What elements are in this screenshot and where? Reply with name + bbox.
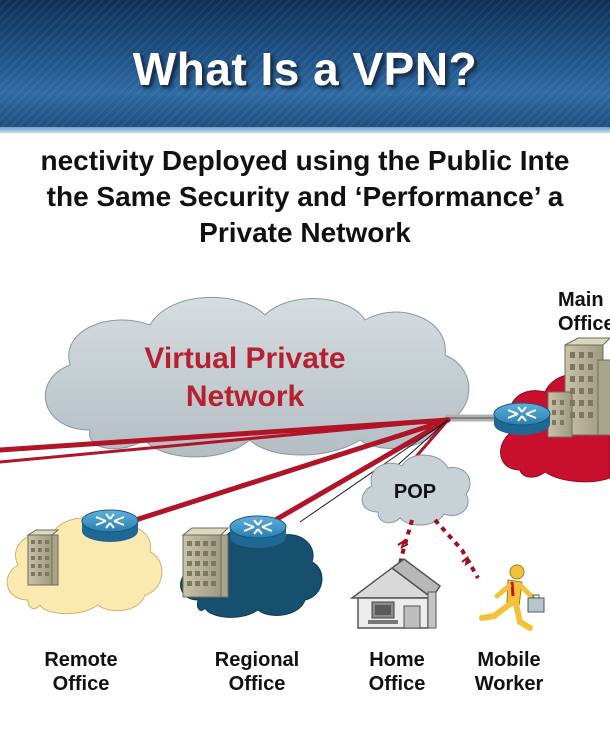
mobile-worker-label-line-2: Worker [474,673,544,695]
home-office-label-line-1: Home [369,649,425,671]
subtitle-line-3: Private Network [199,217,411,248]
remote-office-building-icon [26,529,60,586]
router-icon-remote-office [81,509,139,542]
dialup-marks [397,538,472,566]
router-icon-regional-office [229,515,287,548]
main-office-label-line-2: Office [558,313,610,335]
tunnel-offscreen [0,417,451,453]
remote-office-label-line-2: Office [52,673,110,695]
regional-office-label-line-2: Office [228,673,286,695]
slide-title: What Is a VPN? [132,43,478,95]
home-office-label-line-2: Office [368,673,426,695]
title-banner: What Is a VPN? [0,0,610,133]
regional-office-label-line-1: Regional [214,649,300,671]
mobile-worker-label-line-1: Mobile [477,649,541,671]
vpn-cloud [44,296,470,458]
tunnel-remote-office [117,417,451,528]
vpn-tunnels [0,417,451,533]
home-office-house-icon [349,558,442,629]
pop-cloud [361,454,471,526]
tunnel-regional-office [255,417,451,533]
vpn-cloud-label-line-2: Network [185,380,305,413]
vpn-cloud-label: Virtual Private Network [130,340,360,416]
subtitle-line-2: the Same Security and ‘Performance’ a [46,181,564,212]
regional-office-label: Regional Office [205,648,309,696]
main-office-label: Main Office [558,288,610,336]
slide-subtitle: nectivity Deployed using the Public Inte… [0,143,610,251]
remote-office-label: Remote Office [31,648,131,696]
mobile-worker-icon [479,564,545,631]
dialup-links [396,518,480,579]
remote-office-label-line-1: Remote [44,649,118,671]
home-office-label: Home Office [360,648,434,696]
main-office-building-icon [547,337,610,438]
router-icon-main-office [493,402,551,435]
mobile-worker-label: Mobile Worker [464,648,554,696]
regional-office-building-icon [181,527,230,598]
subtitle-line-1: nectivity Deployed using the Public Inte [40,145,570,176]
pop-label: POP [393,481,437,503]
tunnel-offscreen-2 [0,418,450,464]
vpn-cloud-label-line-1: Virtual Private [144,342,346,375]
main-office-label-line-1: Main [558,289,604,311]
